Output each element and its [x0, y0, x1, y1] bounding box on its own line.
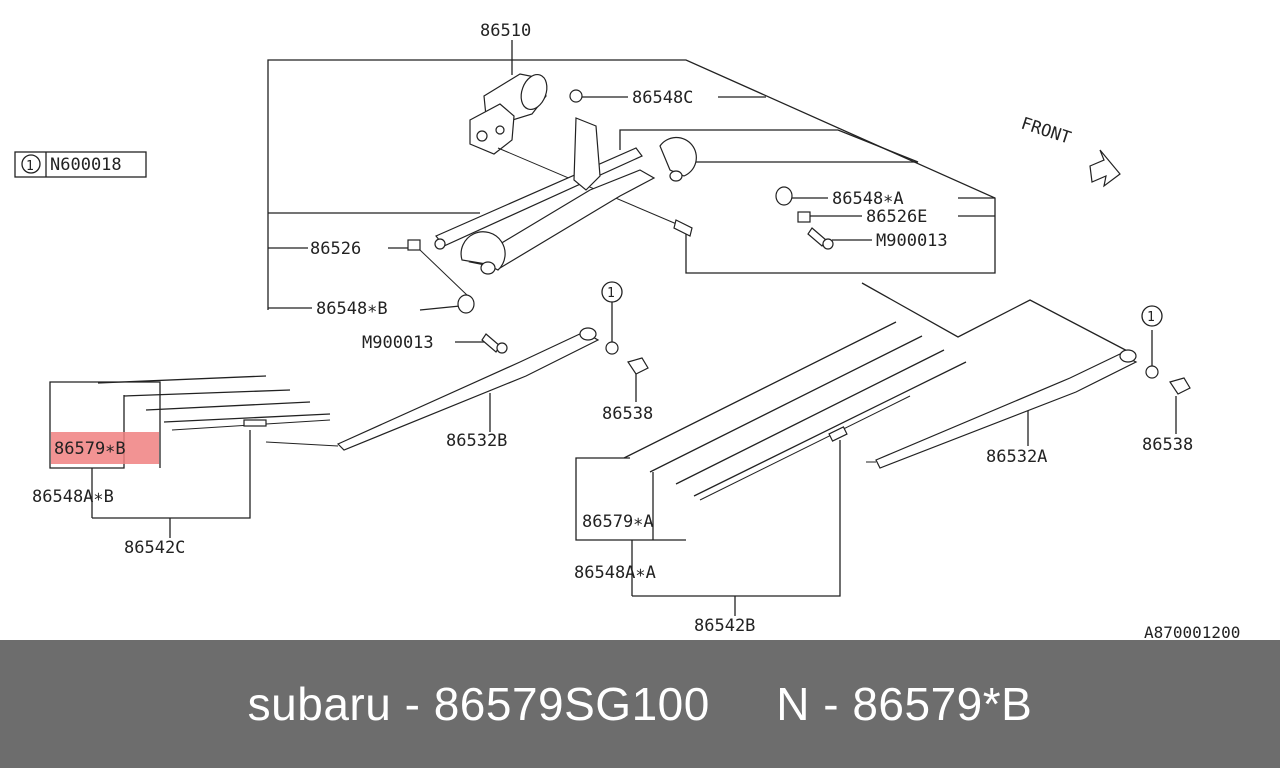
label-m900013-right: M900013: [876, 231, 948, 251]
note-box: [14, 151, 147, 178]
circle-1-center: 1: [607, 286, 615, 301]
parts-diagram: 86510 86548C 1 N600018 86548∗A 86526E M9…: [14, 21, 1240, 640]
label-86510: 86510: [480, 21, 531, 41]
label-86579-star-b: 86579∗B: [54, 439, 126, 459]
label-86548-star-a: 86548∗A: [832, 189, 904, 209]
label-86542c: 86542C: [124, 538, 185, 558]
wiper-arm-a: [866, 349, 1191, 469]
wiper-blade-c: [97, 375, 331, 431]
label-86532b: 86532B: [446, 431, 507, 451]
label-86579-star-a: 86579∗A: [582, 512, 654, 532]
highlight-box: [51, 432, 159, 464]
caption-bar: subaru - 86579SG100 N - 86579*B: [0, 640, 1280, 768]
label-86526: 86526: [310, 239, 361, 259]
wiper-blade-b: [623, 321, 967, 501]
diagram-code: A870001200: [1144, 623, 1240, 640]
label-front: FRONT: [1018, 114, 1073, 149]
note-code: N600018: [50, 155, 122, 175]
label-86548a-star-a: 86548A∗A: [574, 563, 656, 583]
label-86532a: 86532A: [986, 447, 1047, 467]
label-86548a-star-b: 86548A∗B: [32, 487, 114, 507]
label-86542b: 86542B: [694, 616, 755, 636]
label-86538-right: 86538: [1142, 435, 1193, 455]
label-86526e: 86526E: [866, 207, 927, 227]
circle-1-right: 1: [1147, 310, 1155, 325]
wiper-arm-b: [265, 327, 649, 451]
wiper-linkage: [407, 89, 834, 354]
label-86548-star-b: 86548∗B: [316, 299, 388, 319]
label-86538-center: 86538: [602, 404, 653, 424]
note-number: 1: [26, 159, 34, 174]
wiper-motor: [469, 73, 687, 229]
front-arrow-icon: [1089, 149, 1121, 188]
caption-text: subaru - 86579SG100 N - 86579*B: [247, 678, 1033, 730]
leader-lines: [49, 40, 1177, 616]
label-m900013-left: M900013: [362, 333, 434, 353]
label-86548c: 86548C: [632, 88, 693, 108]
